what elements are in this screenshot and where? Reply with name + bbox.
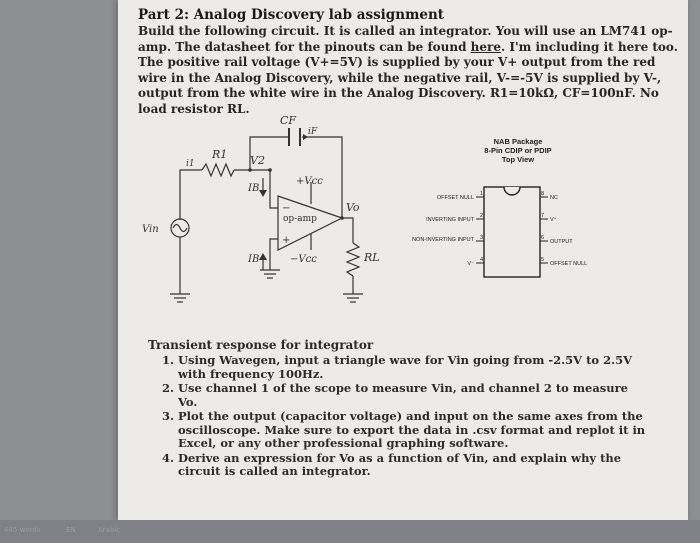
task-list: Using Wavegen, input a triangle wave for… <box>148 353 648 479</box>
word-count[interactable]: 445 words <box>4 526 41 534</box>
pin5-label: OFFSET NULL <box>550 261 587 267</box>
section-heading: Transient response for integrator <box>148 338 374 352</box>
integrator-circuit-diagram: CF iF R1 i1 V2 IB +Vcc op-amp − + Vo IB … <box>142 114 380 303</box>
pin2-num: 2 <box>480 213 483 219</box>
intro-text-b: . I'm including it here too. The positiv… <box>138 39 678 116</box>
status-bar: 445 words EN Arabic <box>0 520 700 543</box>
language-arabic[interactable]: Arabic <box>98 526 121 534</box>
pin5-num: 5 <box>541 257 544 263</box>
pin8-label: NC <box>550 195 558 201</box>
chip-notch <box>503 186 521 196</box>
doc-title: Part 2: Analog Discovery lab assignment <box>138 7 444 23</box>
r1-label: R1 <box>211 148 227 161</box>
task-item: Use channel 1 of the scope to measure Vi… <box>178 381 648 409</box>
vin-label: Vin <box>142 224 159 235</box>
intro-paragraph: Build the following circuit. It is calle… <box>138 24 678 117</box>
vo-label: Vo <box>346 201 360 214</box>
pin6-label: OUTPUT <box>550 239 573 245</box>
language-en[interactable]: EN <box>66 526 76 534</box>
minus-sign: − <box>282 203 290 214</box>
task-item: Derive an expression for Vo as a functio… <box>178 451 648 479</box>
pin3-num: 3 <box>480 235 483 241</box>
intro-text-a: Build the following circuit. It is calle… <box>138 24 673 54</box>
chip-heading-1: NAB Package <box>494 137 543 146</box>
i1-label: i1 <box>186 159 195 169</box>
pin1-num: 1 <box>480 191 483 197</box>
chip-heading-2: 8-Pin CDIP or PDIP <box>484 146 551 155</box>
ib-bottom-label: IB <box>247 254 259 265</box>
chip-body <box>483 186 541 278</box>
pin1-label: OFFSET NULL <box>437 195 474 201</box>
pin3-label: NON-INVERTING INPUT <box>412 237 475 243</box>
if-label: iF <box>308 127 318 137</box>
plus-sign: + <box>282 235 290 246</box>
task-item: Plot the output (capacitor voltage) and … <box>178 409 648 451</box>
chip-heading-3: Top View <box>502 155 534 164</box>
opamp-label: op-amp <box>283 214 317 224</box>
rl-label: RL <box>363 251 380 264</box>
transient-section: Transient response for integrator Using … <box>148 338 648 480</box>
pin7-label: V⁺ <box>550 216 557 223</box>
pin7-num: 7 <box>541 213 544 219</box>
cf-label: CF <box>280 114 296 127</box>
v2-label: V2 <box>250 154 265 167</box>
document-sheet <box>118 0 688 520</box>
lm741-pinout-diagram: NAB Package 8-Pin CDIP or PDIP Top View … <box>412 137 587 278</box>
datasheet-link[interactable]: here <box>470 39 501 54</box>
pin6-num: 6 <box>541 235 544 241</box>
pin4-label: V⁻ <box>467 261 474 267</box>
vcc-neg-label: −Vcc <box>290 254 317 265</box>
vcc-pos-label: +Vcc <box>296 176 323 187</box>
ib-top-label: IB <box>247 183 259 194</box>
task-item: Using Wavegen, input a triangle wave for… <box>178 353 648 381</box>
pin8-num: 8 <box>541 191 544 197</box>
pin2-label: INVERTING INPUT <box>426 217 475 223</box>
pin4-num: 4 <box>480 257 483 263</box>
